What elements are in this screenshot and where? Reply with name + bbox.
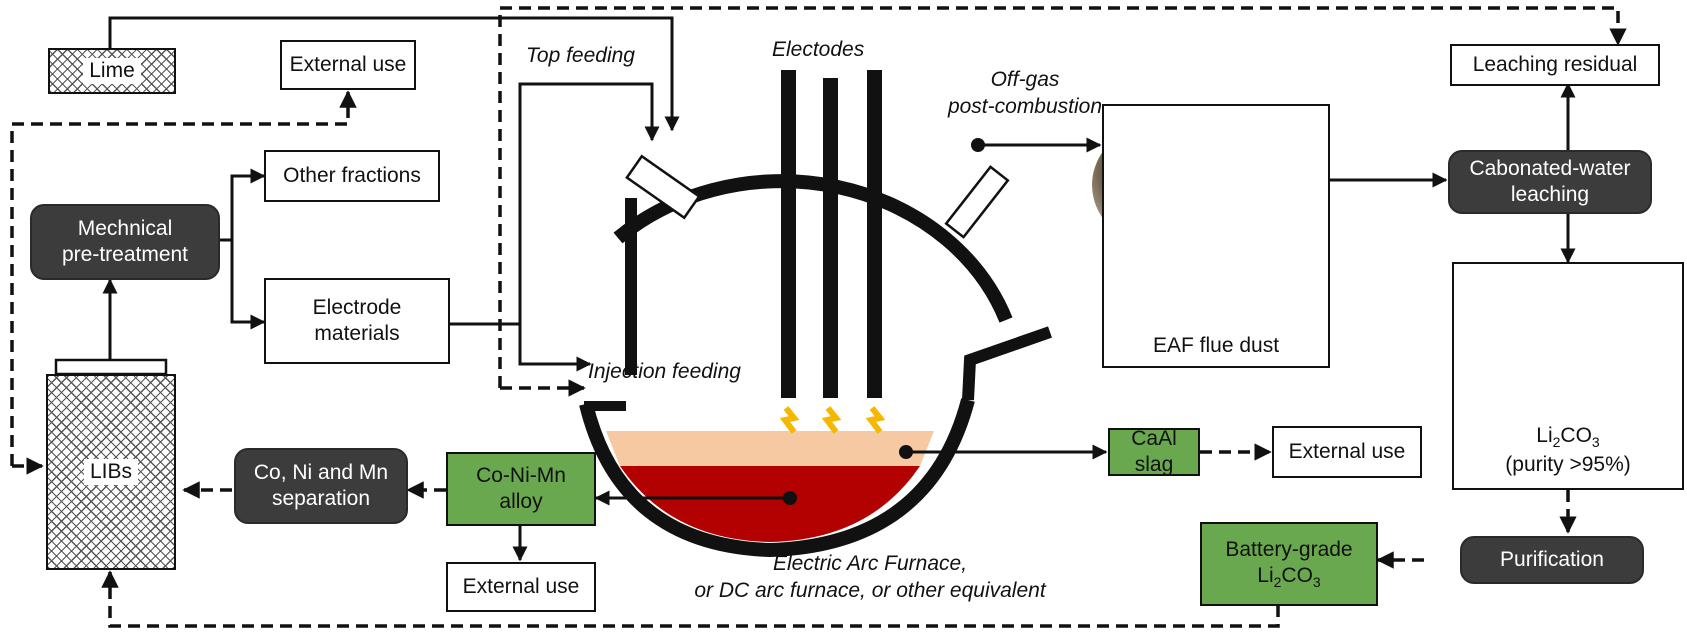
off-gas-port <box>944 165 1010 239</box>
off-gas-line-1: Off-gas <box>990 68 1060 91</box>
top-feed-port <box>625 154 701 220</box>
libs-cap <box>54 358 168 376</box>
furnace-spout <box>962 326 1052 401</box>
co-ni-mn-alloy-line-1: Co-Ni-Mn <box>476 463 566 487</box>
other-fractions-label: Other fractions <box>283 163 421 187</box>
electrode-materials-line-1: Electrode <box>312 295 402 319</box>
external-use-bottom-label: External use <box>462 574 580 598</box>
mechanical-pretreatment-line-2: pre-treatment <box>61 243 189 266</box>
electrode-3 <box>867 70 882 398</box>
electric-arc-furnace <box>579 70 1052 558</box>
electrodes-label: Electodes <box>772 38 865 61</box>
libs-box: LIBs <box>46 374 176 570</box>
furnace-bottom <box>579 398 975 558</box>
dashed-flow-arrows <box>10 6 1627 628</box>
lime-box: Lime <box>48 48 176 94</box>
injection-feeding-label: Injection feeding <box>588 360 741 383</box>
battery-grade-line-1: Battery-grade <box>1225 537 1353 561</box>
external-use-bottom-box: External use <box>446 562 596 612</box>
co-ni-mn-separation-line-2: separation <box>271 487 371 510</box>
caal-slag-box: CaAl slag <box>1108 426 1200 476</box>
arc-3 <box>865 406 886 434</box>
lime-label: Lime <box>83 57 141 85</box>
purification-box: Purification <box>1460 536 1644 584</box>
battery-grade-line-2: Li2CO3 <box>1257 563 1321 590</box>
co-ni-mn-separation-box: Co, Ni and Mn separation <box>234 448 408 524</box>
co-ni-mn-separation-line-1: Co, Ni and Mn <box>253 460 389 484</box>
external-use-top-box: External use <box>280 40 416 90</box>
mechanical-pretreatment-line-1: Mechnical <box>77 216 173 240</box>
li2co3-formula: Li2CO3 <box>1536 424 1600 451</box>
li2co3-caption: Li2CO3 (purity >95%) <box>1454 423 1682 478</box>
electrode-materials-box: Electrode materials <box>264 278 450 364</box>
carbonated-water-leaching-line-2: leaching <box>1510 183 1590 206</box>
other-fractions-box: Other fractions <box>264 150 440 202</box>
flue-dust-caption: EAF flue dust <box>1152 334 1280 357</box>
co-ni-mn-alloy-box: Co-Ni-Mn alloy <box>446 452 596 526</box>
furnace-caption-line-2: or DC arc furnace, or other equivalent <box>694 579 1046 603</box>
external-use-top-label: External use <box>289 52 407 76</box>
li2co3-purity: (purity >95%) <box>1505 452 1631 476</box>
furnace-slag-layer <box>606 431 934 466</box>
electrode-2 <box>823 78 838 398</box>
electrode-materials-line-2: materials <box>314 322 400 345</box>
external-use-slag-label: External use <box>1288 439 1406 463</box>
external-use-slag-box: External use <box>1272 426 1422 478</box>
furnace-caption-line-1: Electric Arc Furnace, <box>772 552 968 575</box>
flue-dust-photo-frame: EAF flue dust <box>1102 104 1330 368</box>
carbonated-water-leaching-box: Cabonated-water leaching <box>1448 150 1652 214</box>
furnace-metal-layer <box>620 466 920 542</box>
libs-label: LIBs <box>83 458 139 486</box>
carbonated-water-leaching-line-1: Cabonated-water <box>1469 156 1631 180</box>
purification-label: Purification <box>1500 547 1604 571</box>
li2co3-photo-frame: Li2CO3 (purity >95%) <box>1452 262 1684 490</box>
leaching-residual-box: Leaching residual <box>1450 44 1660 86</box>
furnace-caption: Electric Arc Furnace, or DC arc furnace,… <box>680 550 1060 605</box>
arc-2 <box>821 406 842 434</box>
leaching-residual-label: Leaching residual <box>1472 52 1638 76</box>
electrode-1 <box>781 70 796 398</box>
caal-slag-label: CaAl slag <box>1131 426 1177 476</box>
top-feeding-label: Top feeding <box>526 44 635 67</box>
arc-1 <box>779 406 800 434</box>
mechanical-pretreatment-box: Mechnical pre-treatment <box>30 204 220 280</box>
off-gas-line-2: post-combustion <box>947 95 1103 119</box>
co-ni-mn-alloy-line-2: alloy <box>499 490 543 513</box>
solid-flow-arrows <box>102 16 1576 562</box>
battery-grade-li2co3-box: Battery-grade Li2CO3 <box>1200 522 1378 606</box>
off-gas-label: Off-gas post-combustion <box>940 66 1110 121</box>
